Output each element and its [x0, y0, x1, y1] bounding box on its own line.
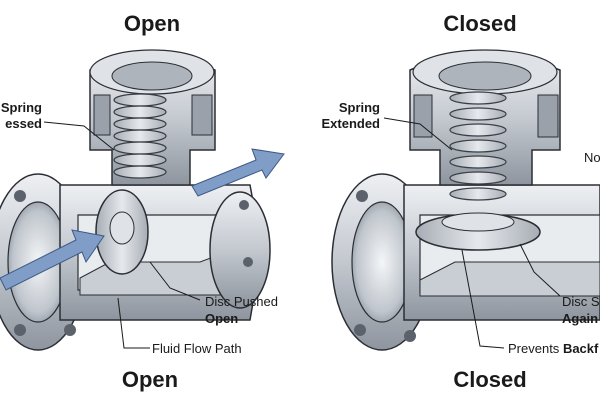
- closed-side-label: No: [584, 150, 600, 165]
- leader-line: [383, 117, 453, 151]
- open-disc-label-line2: Open: [205, 311, 239, 326]
- closed-title-bottom: Closed: [453, 367, 527, 392]
- open-title-top: Open: [123, 11, 181, 36]
- bolt-hole: [356, 190, 368, 202]
- open-spring-label-line2: essed: [5, 116, 42, 131]
- closed-valve: [331, 49, 600, 351]
- open-title-bottom: Open: [121, 367, 179, 392]
- leader-line: [519, 243, 561, 297]
- leader-line: [117, 297, 150, 349]
- open-right-flange: [209, 191, 271, 309]
- closed-disc-label-line2: Again: [562, 311, 599, 326]
- closed-disc-label-line1: Disc S: [562, 294, 600, 309]
- closed-spring-label-line2: Extended: [321, 116, 380, 131]
- open-valve: [0, 49, 285, 351]
- bolt-hole: [239, 200, 249, 210]
- leader-line: [43, 121, 115, 151]
- closed-prevents-bold: Backf: [562, 341, 599, 356]
- flow-arrow-inlet: [0, 229, 105, 291]
- bolt-hole: [243, 257, 253, 267]
- open-spring-label-line1: Spring: [0, 100, 42, 115]
- closed-title-top: Closed: [443, 11, 517, 36]
- closed-spring: [449, 91, 507, 201]
- closed-prevents-prefix: Prevents: [508, 341, 560, 356]
- bolt-hole: [354, 324, 366, 336]
- closed-spring-label-line1: Spring: [338, 100, 380, 115]
- closed-flow-channel: [419, 261, 600, 297]
- bolt-hole: [14, 190, 26, 202]
- leader-line: [149, 261, 201, 301]
- open-flow-label: Fluid Flow Path: [152, 341, 242, 356]
- open-spring: [113, 93, 167, 179]
- flow-arrow-outlet: [191, 148, 285, 197]
- bolt-hole: [404, 330, 416, 342]
- bolt-hole: [14, 324, 26, 336]
- leader-line: [461, 249, 505, 349]
- open-disc-label-line1: Disc Pushed: [205, 294, 278, 309]
- bolt-hole: [64, 324, 76, 336]
- closed-prevents-label: Prevents Backf: [508, 341, 598, 356]
